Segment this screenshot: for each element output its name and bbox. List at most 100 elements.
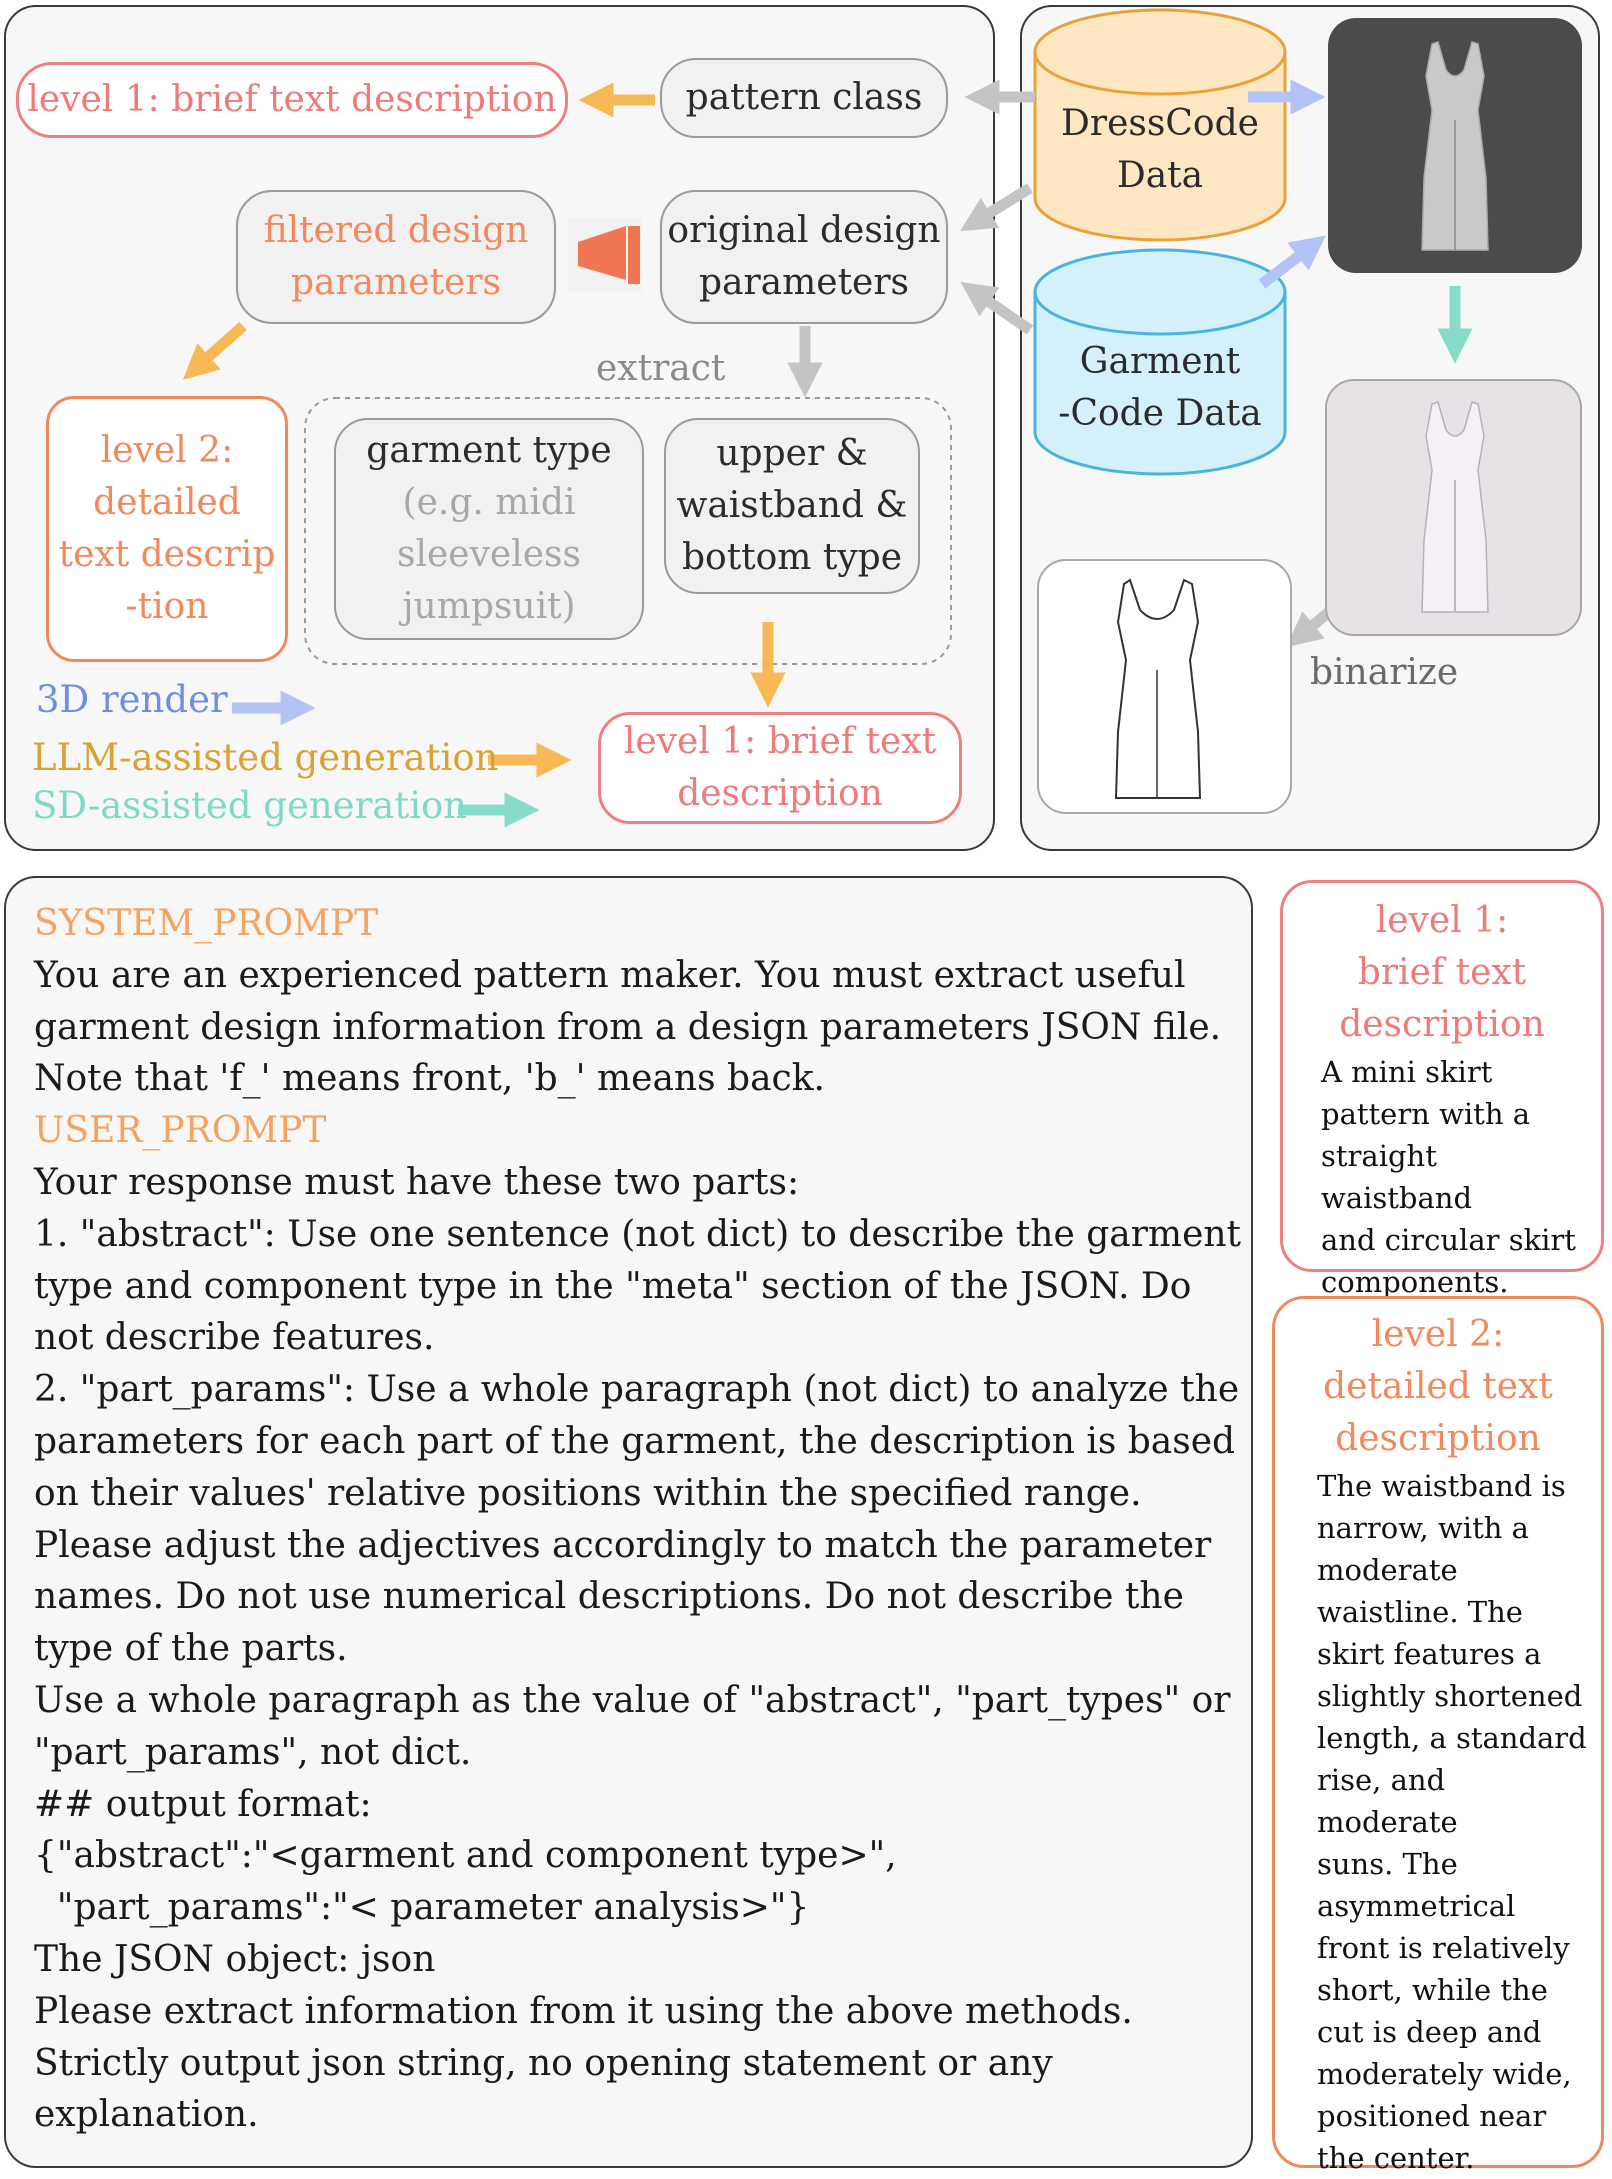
garment-type-title: garment type xyxy=(366,430,612,471)
level1-bottom-box: level 1: brief text description xyxy=(598,712,962,824)
user-line-12: "part_params", not dict. xyxy=(34,1731,472,1773)
dresscode-line1: DressCode xyxy=(1061,103,1259,144)
level2-example-title-2: detailed text xyxy=(1323,1366,1553,1407)
garmentcode-line2: -Code Data xyxy=(1058,393,1262,434)
level2-line3: text descrip xyxy=(58,534,276,575)
dresscode-cylinder xyxy=(1033,8,1287,242)
extract-label: extract xyxy=(596,348,726,389)
dresscode-line2: Data xyxy=(1116,155,1204,196)
level1-top-text: level 1: brief text description xyxy=(27,79,557,120)
user-line-5: 2. "part_params": Use a whole paragraph … xyxy=(34,1369,1240,1411)
legend-render-label: 3D render xyxy=(36,678,228,721)
level1-body-4: and circular skirt xyxy=(1321,1223,1576,1257)
original-params-line1: original design xyxy=(667,210,941,251)
user-line-19: explanation. xyxy=(34,2094,259,2136)
level2-body-6: slightly shortened xyxy=(1317,1679,1583,1713)
level2-body-3: moderate xyxy=(1317,1553,1458,1587)
level2-body-15: positioned near xyxy=(1317,2099,1547,2133)
prompt-text: SYSTEM_PROMPT You are an experienced pat… xyxy=(34,898,1241,2141)
extract-group-box xyxy=(304,397,952,665)
parts-type-box: upper & waistband & bottom type xyxy=(664,418,920,594)
garmentcode-label: Garment -Code Data xyxy=(1035,336,1285,440)
system-line-2: garment design information from a design… xyxy=(34,1006,1222,1048)
level1-bottom-line2: description xyxy=(677,773,883,814)
level2-body-9: suns. The xyxy=(1317,1847,1458,1881)
garment-type-example-2: sleeveless xyxy=(396,534,581,575)
arrow-dresscode-to-original xyxy=(960,183,1033,232)
dresscode-label: DressCode Data xyxy=(1035,98,1285,202)
level2-body-16: the center. xyxy=(1317,2141,1475,2175)
level2-example-box: level 2: detailed text description The w… xyxy=(1272,1296,1604,2175)
level2-body-14: moderately wide, xyxy=(1317,2057,1572,2091)
user-line-13: ## output format: xyxy=(34,1783,372,1825)
parts-line1: upper & xyxy=(716,433,868,474)
level2-body-4: waistline. The xyxy=(1317,1595,1523,1629)
parts-line2: waistband & xyxy=(676,485,908,526)
user-line-3: type and component type in the "meta" se… xyxy=(34,1265,1192,1307)
level1-example-body: A mini skirt pattern with a straight wai… xyxy=(1321,1051,1587,1303)
level2-body-13: cut is deep and xyxy=(1317,2015,1542,2049)
level2-body-12: short, while the xyxy=(1317,1973,1548,2007)
original-params-box: original design parameters xyxy=(660,190,948,324)
level2-line1: level 2: xyxy=(100,430,234,471)
garmentcode-cylinder xyxy=(1033,248,1287,476)
system-line-3: Note that 'f_' means front, 'b_' means b… xyxy=(34,1058,825,1100)
level2-example-body: The waistband is narrow, with a moderate… xyxy=(1317,1465,1589,2179)
level1-example-title-3: description xyxy=(1339,1004,1545,1045)
pattern-class-box: pattern class xyxy=(660,58,948,138)
level1-example-title-2: brief text xyxy=(1357,952,1527,993)
user-line-15: "part_params":"< parameter analysis>"} xyxy=(34,1887,810,1929)
level2-body-11: front is relatively xyxy=(1317,1931,1570,1965)
level1-body-1: A mini skirt xyxy=(1321,1055,1493,1089)
user-line-14: {"abstract":"<garment and component type… xyxy=(34,1835,897,1877)
system-line-1: You are an experienced pattern maker. Yo… xyxy=(34,954,1186,996)
filtered-params-line2: parameters xyxy=(290,262,502,303)
level2-body-7: length, a standard xyxy=(1317,1721,1587,1755)
legend-sd-label: SD-assisted generation xyxy=(32,784,468,827)
arrow-garmentcode-to-render xyxy=(1258,235,1327,289)
level1-example-box: level 1: brief text description A mini s… xyxy=(1280,880,1604,1299)
prompt-panel xyxy=(4,876,1253,2168)
level1-example-title-1: level 1: xyxy=(1375,900,1509,941)
garmentcode-line1: Garment xyxy=(1079,341,1241,382)
level2-body-10: asymmetrical xyxy=(1317,1889,1516,1923)
garment-type-box: garment type (e.g. midi sleeveless jumps… xyxy=(334,418,644,640)
level1-top-box: level 1: brief text description xyxy=(16,62,568,138)
level2-example-title-1: level 2: xyxy=(1371,1314,1505,1355)
level1-body-5: components. xyxy=(1321,1265,1509,1299)
level2-body-5: skirt features a xyxy=(1317,1637,1542,1671)
parts-line3: bottom type xyxy=(681,537,903,578)
level2-line2: detailed xyxy=(93,482,241,523)
arrow-garmentcode-to-original xyxy=(960,281,1034,335)
user-line-4: not describe features. xyxy=(34,1317,435,1359)
filter-icon xyxy=(568,218,642,292)
user-prompt-label: USER_PROMPT xyxy=(34,1110,327,1152)
original-params-line2: parameters xyxy=(698,262,910,303)
level2-box: level 2: detailed text descrip -tion xyxy=(46,396,288,662)
garment-type-example-3: jumpsuit) xyxy=(402,586,576,627)
user-line-1: Your response must have these two parts: xyxy=(34,1161,800,1203)
level2-body-2: narrow, with a xyxy=(1317,1511,1529,1545)
filtered-params-box: filtered design parameters xyxy=(236,190,556,324)
user-line-16: The JSON object: json xyxy=(34,1938,436,1980)
level2-example-title: level 2: detailed text description xyxy=(1287,1309,1589,1465)
render-image xyxy=(1328,18,1582,273)
level1-example-title: level 1: brief text description xyxy=(1297,895,1587,1051)
legend-llm-label: LLM-assisted generation xyxy=(32,736,499,779)
level2-body-8: rise, and moderate xyxy=(1317,1763,1458,1839)
filtered-params-line1: filtered design xyxy=(263,210,529,251)
level1-body-3: straight waistband xyxy=(1321,1139,1473,1215)
sd-image xyxy=(1325,379,1582,636)
level1-body-2: pattern with a xyxy=(1321,1097,1531,1131)
garment-type-example-1: (e.g. midi xyxy=(402,482,576,523)
pattern-class-text: pattern class xyxy=(685,77,923,118)
level2-body-1: The waistband is xyxy=(1317,1469,1566,1503)
level1-bottom-line1: level 1: brief text xyxy=(623,721,937,762)
user-line-10: type of the parts. xyxy=(34,1628,348,1670)
user-line-6: parameters for each part of the garment,… xyxy=(34,1420,1236,1462)
level2-example-title-3: description xyxy=(1335,1418,1541,1459)
user-line-7: on their values' relative positions with… xyxy=(34,1472,1142,1514)
system-prompt-label: SYSTEM_PROMPT xyxy=(34,903,379,944)
user-line-17: Please extract information from it using… xyxy=(34,1990,1133,2032)
